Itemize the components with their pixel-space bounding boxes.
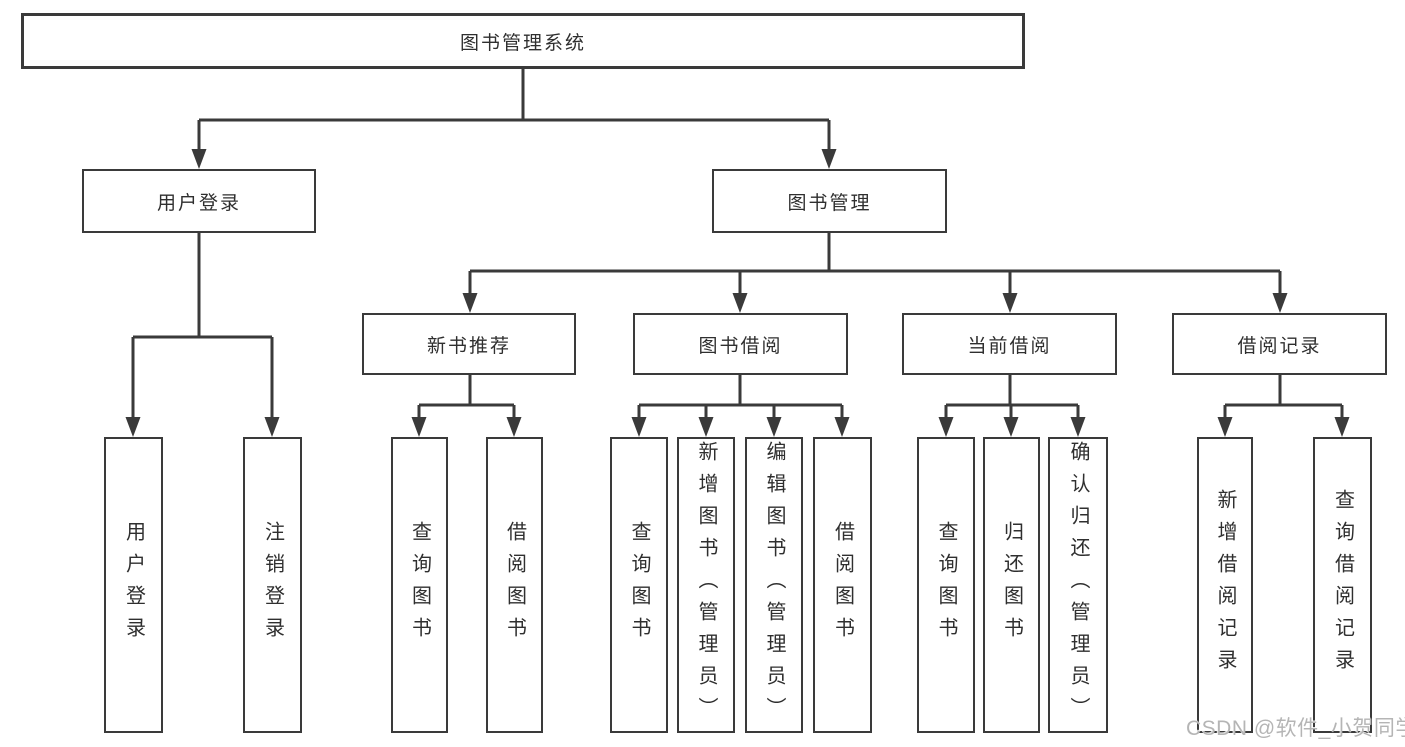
node-user-login-label: 用户登录	[156, 192, 241, 214]
leaf-query-books-current: 查询图书	[917, 437, 975, 733]
leaf-borrow-books-recommend: 借阅图书	[486, 437, 543, 733]
node-borrow-records: 借阅记录	[1172, 313, 1387, 375]
leaf-edit-book-admin: 编辑图书（管理员）	[745, 437, 803, 733]
leaf-add-borrow-record-label: 新增借阅记录	[1214, 489, 1236, 681]
node-book-management-label: 图书管理	[787, 192, 872, 214]
node-current-borrow-label: 当前借阅	[967, 335, 1052, 357]
node-library-system: 图书管理系统	[21, 13, 1025, 69]
csdn-watermark: CSDN @软件_小贺同学	[1186, 717, 1405, 740]
leaf-query-books-borrow: 查询图书	[610, 437, 668, 733]
leaf-add-borrow-record: 新增借阅记录	[1197, 437, 1253, 733]
leaf-return-books: 归还图书	[983, 437, 1040, 733]
leaf-query-books-recommend-label: 查询图书	[408, 521, 431, 649]
node-borrow-records-label: 借阅记录	[1237, 335, 1322, 357]
leaf-edit-book-admin-label: 编辑图书（管理员）	[763, 441, 785, 729]
leaf-query-books-recommend: 查询图书	[391, 437, 448, 733]
leaf-logout: 注销登录	[243, 437, 302, 733]
leaf-confirm-return-admin: 确认归还（管理员）	[1048, 437, 1108, 733]
node-user-login: 用户登录	[82, 169, 316, 233]
leaf-user-login-label: 用户登录	[122, 521, 145, 649]
leaf-query-books-borrow-label: 查询图书	[628, 521, 650, 649]
node-book-borrow-label: 图书借阅	[698, 335, 783, 357]
leaf-confirm-return-admin-label: 确认归还（管理员）	[1067, 441, 1089, 729]
node-book-borrow: 图书借阅	[633, 313, 848, 375]
leaf-user-login: 用户登录	[104, 437, 163, 733]
leaf-query-books-current-label: 查询图书	[935, 521, 957, 649]
node-new-book-recommend: 新书推荐	[362, 313, 576, 375]
node-current-borrow: 当前借阅	[902, 313, 1117, 375]
node-book-management: 图书管理	[712, 169, 947, 233]
node-library-system-label: 图书管理系统	[459, 32, 586, 54]
leaf-add-book-admin: 新增图书（管理员）	[677, 437, 735, 733]
leaf-borrow-books-label: 借阅图书	[831, 521, 854, 649]
leaf-query-borrow-record: 查询借阅记录	[1313, 437, 1372, 733]
leaf-borrow-books: 借阅图书	[813, 437, 872, 733]
leaf-query-borrow-record-label: 查询借阅记录	[1331, 489, 1354, 681]
node-new-book-recommend-label: 新书推荐	[426, 335, 511, 357]
leaf-logout-label: 注销登录	[261, 521, 284, 649]
leaf-add-book-admin-label: 新增图书（管理员）	[695, 441, 717, 729]
leaf-return-books-label: 归还图书	[1000, 521, 1023, 649]
leaf-borrow-books-recommend-label: 借阅图书	[503, 521, 526, 649]
